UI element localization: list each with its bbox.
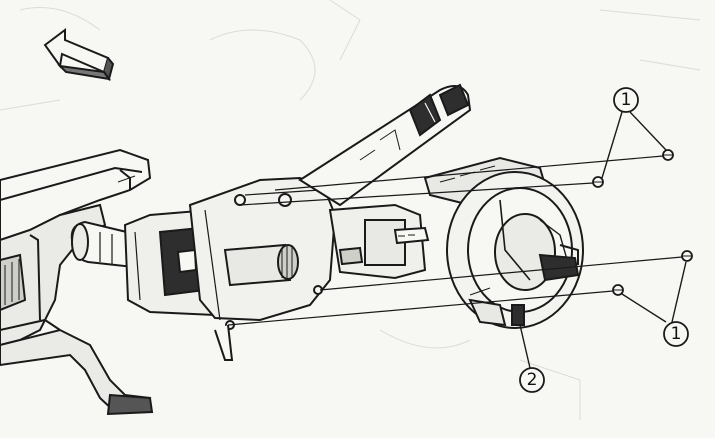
- ignition-lock-shaft: [214, 243, 299, 361]
- screw-upper-right: [662, 149, 674, 161]
- screw-upper-middle: [592, 176, 604, 188]
- callout-1-lower: 1: [663, 321, 689, 347]
- callout-leaders: [519, 111, 687, 369]
- callout-2: 2: [519, 367, 545, 393]
- screw-lower-right: [681, 250, 693, 262]
- callout-1-lower-label: 1: [671, 324, 682, 344]
- callout-2-label: 2: [527, 370, 538, 390]
- direction-arrow-icon: [43, 28, 115, 82]
- background-ghost-lines: [0, 0, 701, 420]
- screw-lower-middle: [612, 284, 624, 296]
- right-stalk-lever: [298, 83, 472, 207]
- column-spline-hub: [328, 203, 430, 280]
- callout-1-upper-label: 1: [621, 90, 632, 110]
- callout-1-upper: 1: [613, 87, 639, 113]
- fastener-alignment-lines: [227, 155, 683, 326]
- clock-spring-coil: [423, 156, 584, 329]
